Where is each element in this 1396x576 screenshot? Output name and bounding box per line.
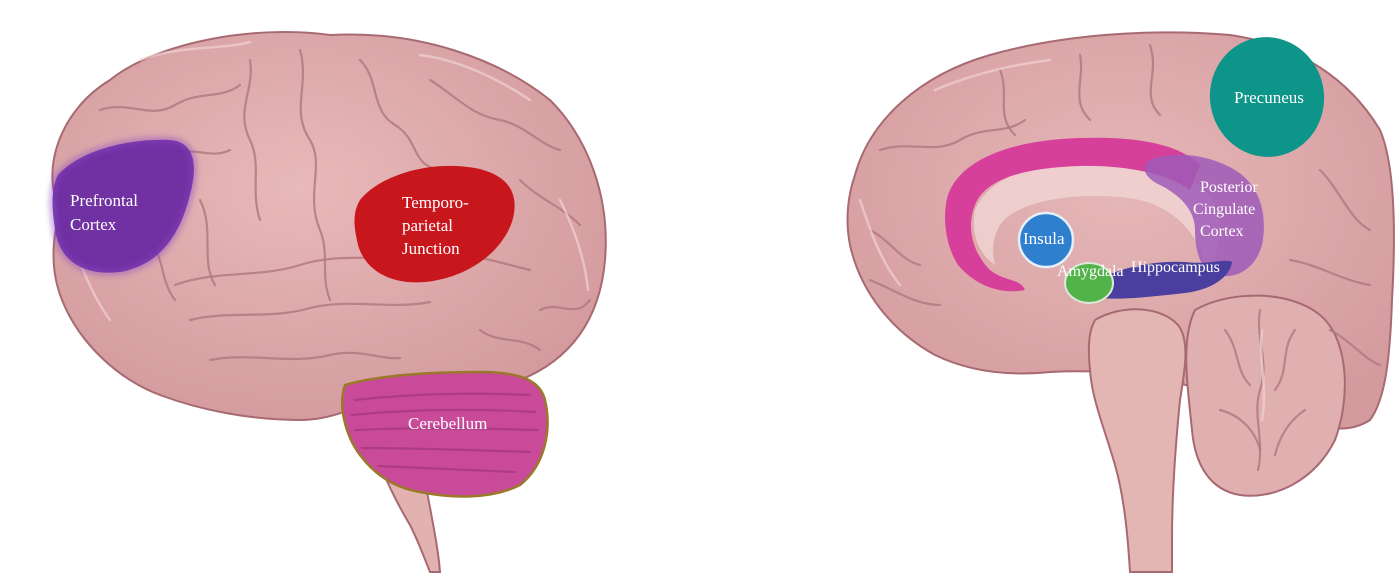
medial-brainstem [1089, 309, 1186, 572]
insula-label: Insula [1023, 229, 1065, 248]
lateral-brain: Prefrontal Cortex Temporo- parietal Junc… [52, 32, 605, 572]
precuneus-label: Precuneus [1234, 88, 1304, 107]
cerebellum-label: Cerebellum [408, 414, 487, 433]
cerebellum-region [342, 372, 547, 496]
amygdala-label: Amygdala [1057, 263, 1124, 280]
medial-cerebellum [1186, 296, 1345, 496]
hippocampus-label: Hippocampus [1131, 259, 1220, 276]
medial-brain: Precuneus Insula Amygdala Hippocampus Po… [848, 28, 1394, 572]
